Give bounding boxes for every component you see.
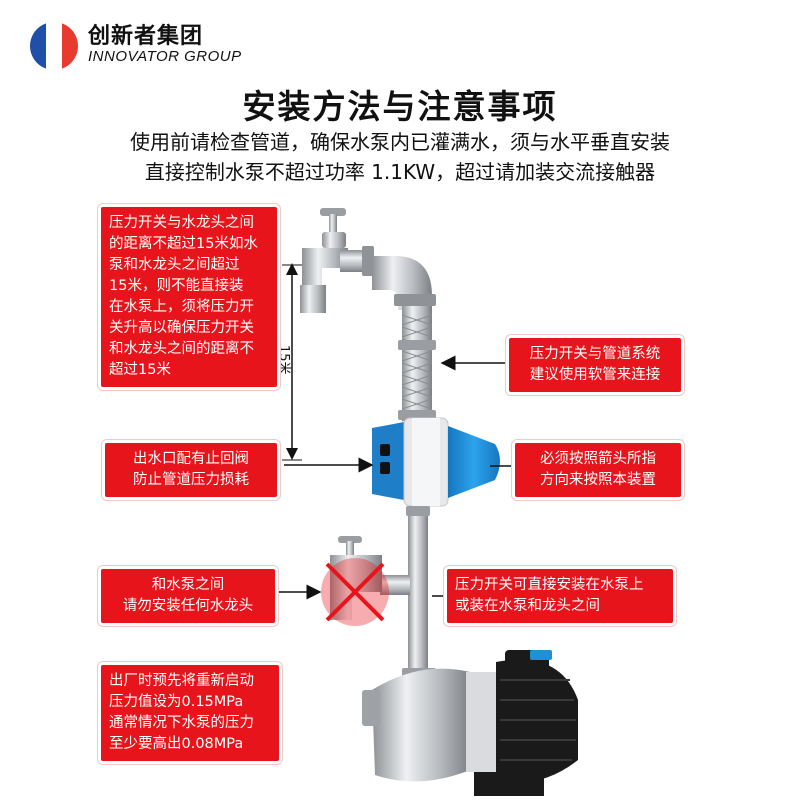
callout-line: 必须按照箭头所指 [540,451,656,467]
callout-line: 通常情况下水泵的压力 [109,715,254,731]
callout-no-faucet: 和水泵之间 请勿安装任何水龙头 [98,566,278,626]
callout-line: 在水泵上，须将压力开 [109,299,254,315]
callout-hose: 压力开关与管道系统 建议使用软管来连接 [506,335,684,395]
callout-line: 超过15米 [109,362,171,378]
callout-line: 15米，则不能直接装 [109,278,244,294]
callout-line: 压力开关与水龙头之间 [109,215,254,231]
callout-line: 和水龙头之间的距离不 [109,341,254,357]
callout-line: 请勿安装任何水龙头 [122,598,254,614]
callout-line: 压力开关可直接安装在水泵上 [455,577,644,593]
brand-flag-logo [30,22,78,70]
callout-line: 压力开关与管道系统 [529,346,661,362]
callout-line: 的距离不超过15米如水 [109,236,258,252]
callout-line: 关升高以确保压力开关 [109,320,254,336]
callout-mount-position: 压力开关可直接安装在水泵上 或装在水泵和龙头之间 [444,566,676,626]
callout-line: 建议使用软管来连接 [529,367,661,383]
pressure-switch [372,417,500,507]
callout-line: 泵和水龙头之间超过 [109,257,240,273]
callout-line: 出水口配有止回阀 [133,451,249,467]
callout-line: 或装在水泵和龙头之间 [455,598,600,614]
callout-arrow-direction: 必须按照箭头所指 方向来按照本装置 [512,440,684,500]
callout-line: 出厂时预先将重新启动 [109,673,254,689]
subtitle-line-2: 直接控制水泵不超过功率 1.1KW，超过请加装交流接触器 [144,160,656,184]
water-pump [362,650,578,796]
callout-line: 方向来按照本装置 [540,472,656,488]
callout-line: 压力值设为0.15MPa [109,694,244,710]
page-title: 安装方法与注意事项 [242,87,558,126]
callout-faucet-distance: 压力开关与水龙头之间 的距离不超过15米如水 泵和水龙头之间超过 15米，则不能… [98,204,280,390]
brand-name-cn: 创新者集团 [88,24,204,49]
callout-factory-setting: 出厂时预先将重新启动 压力值设为0.15MPa 通常情况下水泵的压力 至少要高出… [98,662,282,764]
top-faucet [300,208,374,313]
forbidden-faucet [321,536,389,626]
callout-line: 至少要高出0.08MPa [109,736,244,752]
brand-name-en: INNOVATOR GROUP [88,48,242,65]
callout-line: 防止管道压力损耗 [133,472,249,488]
subtitle-line-1: 使用前请检查管道，确保水泵内已灌满水，须与水平垂直安装 [130,130,670,154]
callout-check-valve: 出水口配有止回阀 防止管道压力损耗 [102,440,280,500]
callout-line: 和水泵之间 [151,577,225,593]
